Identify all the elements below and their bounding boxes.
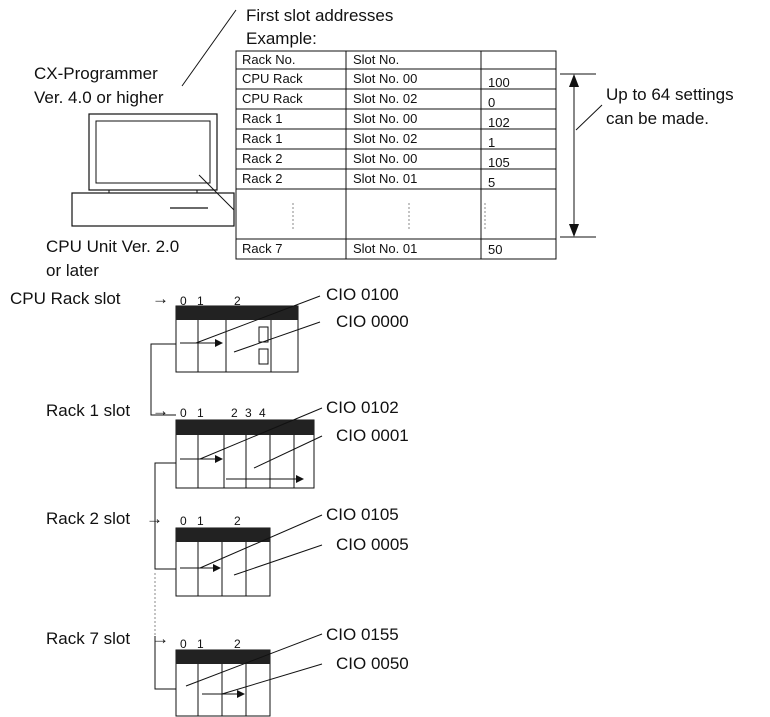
- table-cell: Rack 2: [242, 151, 282, 166]
- cio-address: CIO 0050: [336, 654, 409, 673]
- rack-1: Rack 1 slot → 0 1 2 3 4: [46, 401, 315, 489]
- slot-number: 1: [197, 514, 204, 528]
- cio-address: CIO 0100: [326, 285, 399, 304]
- table-cell: Slot No. 02: [353, 91, 417, 106]
- table-header-slot: Slot No.: [353, 52, 399, 67]
- table-cell: Slot No. 00: [353, 111, 417, 126]
- rack-7: Rack 7 slot → 0 1 2: [46, 629, 271, 717]
- cio-address: CIO 0102: [326, 398, 399, 417]
- rack-1-slot-label: Rack 1 slot: [46, 401, 130, 420]
- callout-line: [195, 295, 321, 344]
- settings-limit-line1: Up to 64 settings: [606, 85, 734, 104]
- rack-2: Rack 2 slot → 0 1 2: [46, 509, 271, 597]
- cpu-rack: CPU Rack slot → 0 1 2: [10, 289, 299, 373]
- slot-number: 2: [234, 637, 241, 651]
- rack-arrow-icon: →: [152, 629, 169, 648]
- cio-address: CIO 0000: [336, 312, 409, 331]
- table-cell: CPU Rack: [242, 71, 303, 86]
- rack-arrow-icon: →: [152, 401, 169, 420]
- table-cell: 105: [488, 155, 510, 170]
- table-cell: 0: [488, 95, 495, 110]
- rack-2-slot-label: Rack 2 slot: [46, 509, 130, 528]
- first-slot-title: First slot addresses: [246, 6, 393, 25]
- table-header-rack: Rack No.: [242, 52, 295, 67]
- callout-line: [253, 435, 323, 469]
- callout-line: [199, 514, 323, 569]
- table-cell: 1: [488, 135, 495, 150]
- slot-number: 1: [197, 637, 204, 651]
- slot-number: 0: [180, 294, 187, 308]
- rack-arrow-icon: →: [146, 509, 163, 528]
- software-name: CX-Programmer: [34, 64, 158, 83]
- cio-address: CIO 0005: [336, 535, 409, 554]
- table-cell: 100: [488, 75, 510, 90]
- example-label: Example:: [246, 29, 317, 48]
- slot-number: 0: [180, 406, 187, 420]
- callout-line: [221, 663, 323, 695]
- callout-line: [233, 544, 323, 576]
- callout-line-settings: [575, 104, 603, 131]
- slot-number: 0: [180, 514, 187, 528]
- slot-number: 2: [234, 294, 241, 308]
- slot-number: 2: [231, 406, 238, 420]
- table-cell: Slot No. 00: [353, 71, 417, 86]
- table-cell: Slot No. 02: [353, 131, 417, 146]
- computer-icon: [71, 113, 235, 227]
- slot-number: 0: [180, 637, 187, 651]
- table-cell: Slot No. 01: [353, 241, 417, 256]
- rack-7-slot-label: Rack 7 slot: [46, 629, 130, 648]
- table-cell: Rack 1: [242, 111, 282, 126]
- cpu-rack-slot-label: CPU Rack slot: [10, 289, 121, 308]
- cio-address: CIO 0155: [326, 625, 399, 644]
- cio-address: CIO 0001: [336, 426, 409, 445]
- cpu-unit-or-later: or later: [46, 261, 99, 280]
- table-cell: CPU Rack: [242, 91, 303, 106]
- table-cell: 102: [488, 115, 510, 130]
- slot-number: 1: [197, 406, 204, 420]
- cio-address: CIO 0105: [326, 505, 399, 524]
- callout-line: [199, 407, 323, 460]
- slot-number: 4: [259, 406, 266, 420]
- rack-arrow-icon: →: [152, 289, 169, 308]
- software-version: Ver. 4.0 or higher: [34, 88, 164, 107]
- settings-limit-line2: can be made.: [606, 109, 709, 128]
- callout-line: [233, 321, 321, 353]
- table-cell: 50: [488, 242, 502, 257]
- slot-number: 1: [197, 294, 204, 308]
- table-cell: Slot No. 01: [353, 171, 417, 186]
- table-cell: 5: [488, 175, 495, 190]
- callout-line: [185, 633, 323, 687]
- callout-line-table: [198, 174, 235, 211]
- slot-number: 2: [234, 514, 241, 528]
- first-slot-table: Rack No. Slot No. CPU Rack Slot No. 00 1…: [235, 50, 557, 260]
- table-cell: Rack 2: [242, 171, 282, 186]
- cpu-unit-version: CPU Unit Ver. 2.0: [46, 237, 179, 256]
- settings-range-bracket: [560, 73, 596, 238]
- slot-number: 3: [245, 406, 252, 420]
- callout-line-software: [181, 9, 237, 87]
- table-cell: Rack 1: [242, 131, 282, 146]
- table-cell: Slot No. 00: [353, 151, 417, 166]
- table-cell: Rack 7: [242, 241, 282, 256]
- rack-cable: [150, 343, 176, 690]
